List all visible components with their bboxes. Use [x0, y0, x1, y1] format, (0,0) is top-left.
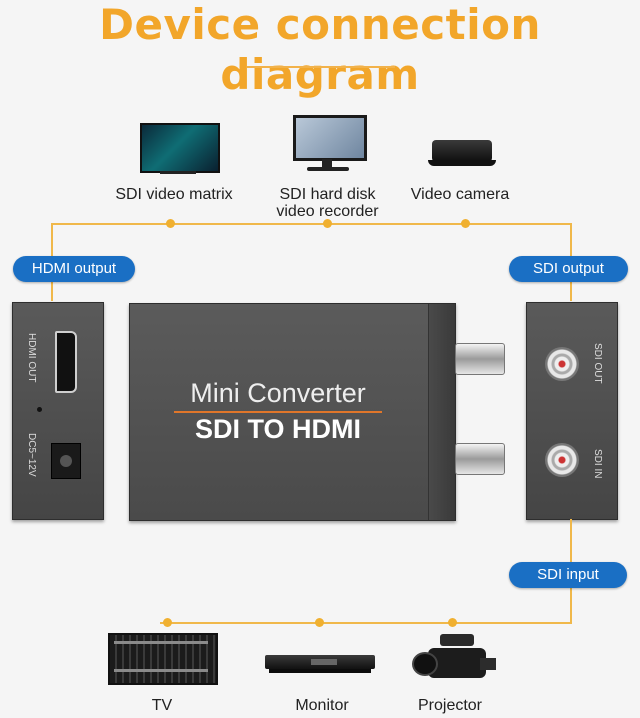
bottom-device-label-3: Projector	[417, 697, 483, 714]
bottom-wire-horizontal	[160, 622, 572, 624]
converter-body: Mini Converter SDI TO HDMI	[129, 303, 456, 521]
sdi-out-port-icon	[545, 347, 579, 381]
led-indicator-icon	[37, 407, 42, 412]
sdi-out-port-label: SDI OUT	[592, 343, 603, 384]
monitor-icon	[291, 115, 367, 175]
hdmi-out-port-label: HDMI OUT	[26, 333, 37, 383]
junction-dot	[166, 219, 175, 228]
sdi-input-pill: SDI input	[509, 562, 627, 588]
top-device-label-2: SDI hard disk video recorder	[276, 186, 379, 220]
hdmi-output-pill: HDMI output	[13, 256, 135, 282]
junction-dot	[461, 219, 470, 228]
dc-jack-icon	[51, 443, 81, 479]
top-device-label-1: SDI video matrix	[115, 186, 233, 203]
dc-power-label: DC5~12V	[26, 433, 37, 477]
dvr-box-icon	[265, 655, 375, 677]
sdi-in-port-icon	[545, 443, 579, 477]
converter-edge	[428, 304, 455, 520]
set-top-box-icon	[428, 140, 496, 170]
converter-right-panel: SDI OUT SDI IN	[526, 302, 618, 520]
converter-underline	[174, 411, 382, 413]
top-wire-horizontal	[52, 223, 572, 225]
bottom-device-label-2: Monitor	[295, 697, 349, 714]
top-device-label-3: Video camera	[410, 186, 510, 203]
junction-dot	[163, 618, 172, 627]
junction-dot	[315, 618, 324, 627]
converter-name: Mini Converter	[190, 378, 366, 408]
bottom-device-label-1: TV	[151, 697, 173, 714]
diagram-title: Device connection diagram	[99, 0, 541, 99]
title-underline	[247, 66, 395, 68]
bnc-connector-bottom	[455, 443, 505, 475]
converter-left-panel: HDMI OUT DC5~12V	[12, 302, 104, 520]
sdi-output-pill: SDI output	[509, 256, 628, 282]
bnc-connector-top	[455, 343, 505, 375]
junction-dot	[323, 219, 332, 228]
video-camera-icon	[410, 628, 500, 688]
converter-model: SDI TO HDMI	[194, 414, 361, 444]
hdmi-port-icon	[55, 331, 77, 393]
junction-dot	[448, 618, 457, 627]
sdi-in-port-label: SDI IN	[592, 449, 603, 479]
rack-device-icon	[108, 633, 218, 685]
tv-screen-icon	[140, 123, 220, 175]
